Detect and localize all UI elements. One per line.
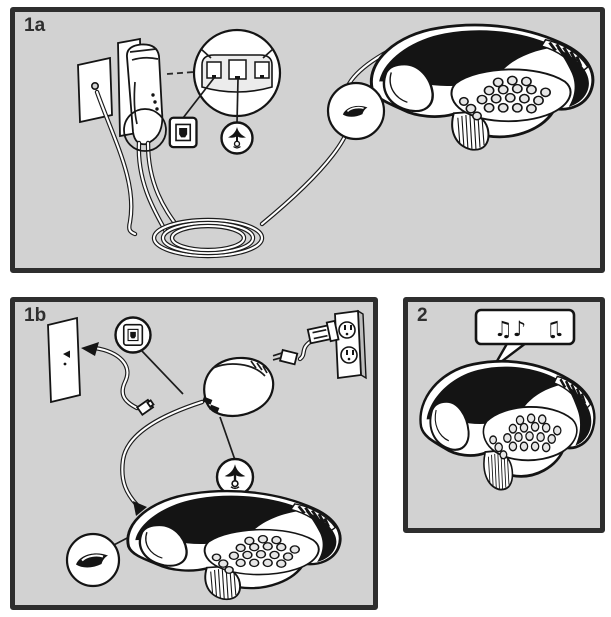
insert-arrow xyxy=(81,342,99,356)
cable-connector-arrow xyxy=(133,501,147,516)
module-base-callout-circle xyxy=(123,108,167,152)
ringtone-note-mirrored-icon: ♫ xyxy=(547,317,566,341)
line-jack-icon xyxy=(114,316,152,354)
sound-bubble: ♫♪ ♫ xyxy=(474,308,576,370)
callout-dashed-line xyxy=(166,71,195,75)
line-cord xyxy=(94,89,138,237)
panel-step-1a: 1a xyxy=(10,7,605,273)
line-cord xyxy=(81,342,155,416)
network-connector-icon xyxy=(220,121,254,155)
callout-line-1 xyxy=(140,349,184,395)
conference-phone xyxy=(126,489,342,601)
panel-step-1b: 1b xyxy=(10,297,378,610)
power-plug xyxy=(306,319,340,345)
power-adapter xyxy=(202,356,275,417)
module-cables xyxy=(136,140,180,233)
network-connector-icon xyxy=(215,457,255,497)
step-label-1b: 1b xyxy=(24,305,47,326)
rj-plug xyxy=(135,398,155,416)
panel-step-2: 2 ♫♪ ♫ xyxy=(403,297,605,533)
callout-line-network xyxy=(236,78,239,124)
line-jack-icon xyxy=(168,116,198,149)
callout-line-jack xyxy=(182,77,215,119)
conference-phone xyxy=(419,359,596,491)
console-cable xyxy=(120,399,205,516)
step-label-1a: 1a xyxy=(24,15,46,36)
rj-jacks xyxy=(206,59,270,80)
power-cord xyxy=(272,319,340,366)
cable-coil xyxy=(151,217,265,259)
ac-outlet xyxy=(334,309,367,380)
ringtone-notes-icon: ♫♪ xyxy=(494,317,526,341)
console-cable-connector-icon xyxy=(326,81,386,141)
panel-1b-illustration xyxy=(47,309,367,601)
panel-1a-illustration xyxy=(77,23,595,259)
panel-2-illustration: ♫♪ ♫ xyxy=(419,308,596,491)
telephone-wall-plate xyxy=(47,316,81,404)
conference-phone xyxy=(369,23,595,152)
dc-connector xyxy=(272,348,299,366)
step-label-2: 2 xyxy=(417,305,428,326)
console-cable-connector-icon xyxy=(65,532,121,588)
callout-line-2 xyxy=(219,416,236,461)
ports-callout xyxy=(192,28,282,118)
